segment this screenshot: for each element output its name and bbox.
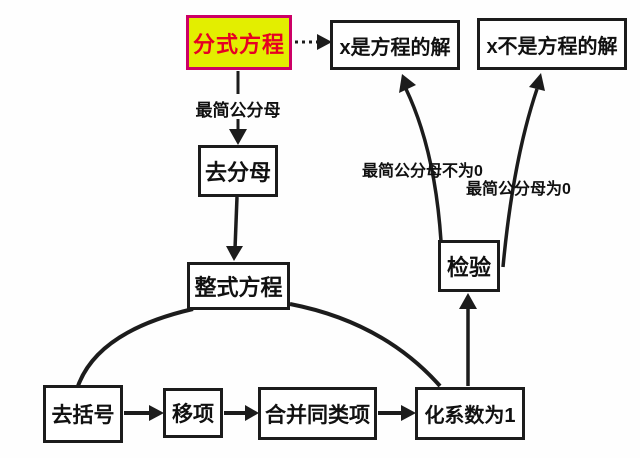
label-denominator-not-zero: 最简公分母不为0 bbox=[362, 157, 483, 181]
arrowhead-to-x-is bbox=[399, 74, 416, 93]
label-denominator-not-zero-text: 最简公分母不为0 bbox=[362, 163, 483, 180]
node-move-terms: 移项 bbox=[163, 388, 223, 438]
node-remove-denominator-label: 去分母 bbox=[204, 160, 271, 185]
arrowhead-fenshi-to-x-is bbox=[317, 34, 332, 50]
arrowhead-to-jianyan bbox=[459, 293, 477, 309]
arrowhead-to-zhengshi bbox=[226, 246, 243, 261]
node-combine-like-terms-label: 合并同类项 bbox=[265, 403, 370, 427]
arrowhead-to-x-not bbox=[529, 73, 545, 91]
label-common-denominator-text: 最简公分母 bbox=[195, 101, 281, 120]
node-combine-like-terms: 合并同类项 bbox=[258, 387, 377, 440]
label-common-denominator: 最简公分母 bbox=[188, 96, 288, 121]
node-integral-equation-label: 整式方程 bbox=[194, 275, 283, 300]
arrowhead-to-qufenmu bbox=[229, 129, 247, 145]
node-coefficient-to-one: 化系数为1 bbox=[415, 387, 525, 440]
node-move-terms-label: 移项 bbox=[172, 403, 214, 426]
curve-jianyan-to-x-not bbox=[501, 88, 539, 268]
curve-zhengshi-to-huaxishu bbox=[289, 302, 442, 388]
node-remove-brackets: 去括号 bbox=[43, 385, 123, 443]
node-check-label: 检验 bbox=[446, 255, 491, 280]
label-denominator-zero: 最简公分母为0 bbox=[466, 175, 571, 199]
node-x-not-solution-label: x不是方程的解 bbox=[486, 35, 618, 58]
arrow-qufenmu-to-zhengshi-line bbox=[233, 196, 239, 250]
node-x-is-solution: x是方程的解 bbox=[330, 20, 460, 70]
node-x-is-solution-label: x是方程的解 bbox=[339, 36, 451, 59]
node-x-not-solution: x不是方程的解 bbox=[477, 18, 627, 70]
arrowhead-to-yixiang bbox=[149, 405, 164, 421]
node-fractional-equation-label: 分式方程 bbox=[192, 31, 285, 57]
node-coefficient-to-one-label: 化系数为1 bbox=[424, 405, 516, 427]
arrowhead-to-huaxishu bbox=[401, 405, 416, 421]
curve-jianyan-to-x-is bbox=[404, 88, 443, 242]
curve-zhengshi-to-qukuohao bbox=[76, 307, 194, 387]
arrowhead-to-hebing bbox=[245, 405, 259, 421]
node-remove-brackets-label: 去括号 bbox=[51, 404, 115, 427]
label-denominator-zero-text: 最简公分母为0 bbox=[466, 181, 571, 198]
node-check: 检验 bbox=[438, 240, 500, 292]
node-integral-equation: 整式方程 bbox=[187, 262, 290, 310]
node-remove-denominator: 去分母 bbox=[198, 145, 278, 197]
node-fractional-equation: 分式方程 bbox=[186, 15, 292, 70]
